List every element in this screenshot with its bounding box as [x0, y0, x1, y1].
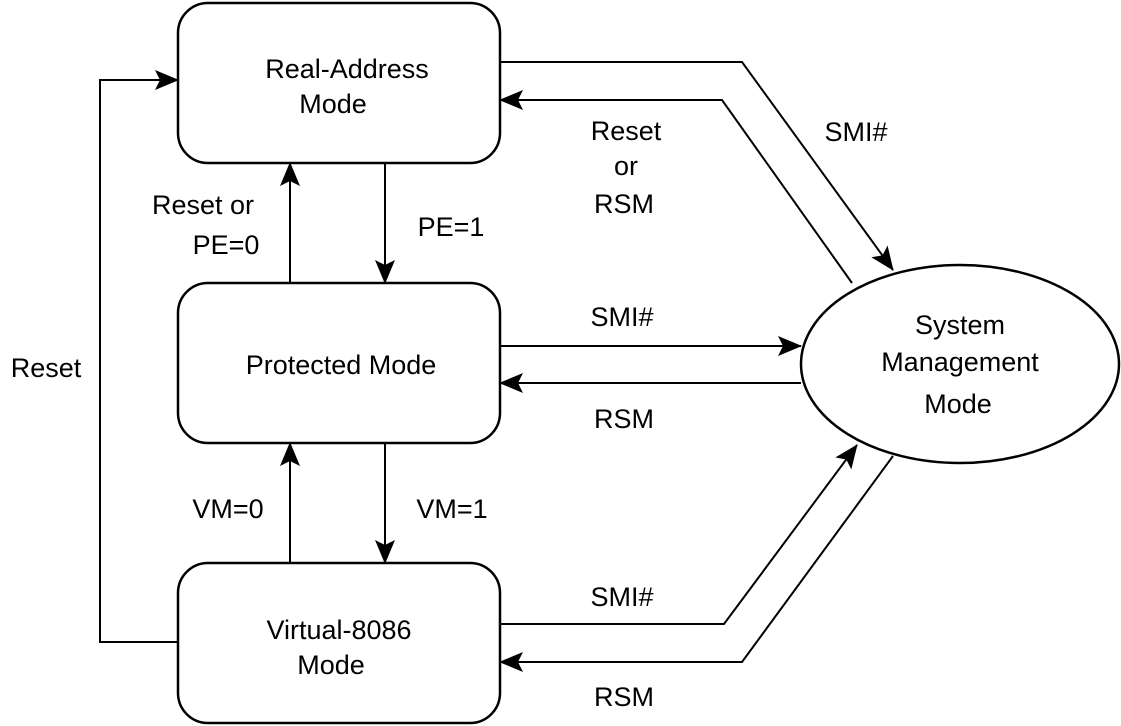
edge-label-pe-0: PE=0 — [193, 230, 260, 260]
edge-v86-to-smm: SMI# — [500, 444, 858, 625]
edge-label-rsm-bottom: RSM — [594, 682, 654, 712]
edge-real-to-smm: SMI# — [500, 61, 894, 271]
edge-label-reset-right: Reset — [591, 116, 662, 146]
real-address-mode-node: Real-Address Mode — [176, 1, 502, 165]
edge-v86-to-protected: VM=0 — [192, 442, 300, 563]
edge-label-smi-bottom: SMI# — [590, 582, 653, 612]
edge-label-rsm-top: RSM — [594, 189, 654, 219]
edge-label-rsm-middle: RSM — [594, 404, 654, 434]
edge-label-smi-middle: SMI# — [590, 302, 653, 332]
edge-label-vm-1: VM=1 — [416, 494, 487, 524]
edge-v86-to-real-reset: Reset — [11, 70, 179, 643]
real-address-mode-label-line-2: Mode — [299, 89, 367, 119]
system-management-mode-node: System Management Mode — [799, 263, 1121, 465]
system-management-mode-label-line-2: Management — [881, 347, 1039, 377]
edge-protected-to-smm: SMI# — [500, 302, 802, 356]
edge-label-smi-top: SMI# — [824, 117, 887, 147]
edge-smm-to-v86: RSM — [499, 455, 894, 712]
edge-protected-to-real: Reset or PE=0 — [152, 162, 300, 283]
edge-label-vm-0: VM=0 — [192, 494, 263, 524]
real-address-mode-label-line-1: Real-Address — [265, 54, 429, 84]
edge-label-reset: Reset — [11, 353, 82, 383]
protected-mode-node: Protected Mode — [176, 281, 502, 445]
virtual-8086-mode-label-line-1: Virtual-8086 — [266, 615, 411, 645]
protected-mode-label: Protected Mode — [246, 350, 437, 380]
virtual-8086-mode-label-line-2: Mode — [297, 650, 365, 680]
edge-label-or-right: or — [614, 151, 638, 181]
system-management-mode-label-line-1: System — [915, 310, 1005, 340]
edge-real-to-protected: PE=1 — [375, 163, 485, 284]
edge-protected-to-v86: VM=1 — [375, 443, 488, 564]
edge-label-reset-or: Reset or — [152, 190, 254, 220]
virtual-8086-mode-node: Virtual-8086 Mode — [176, 561, 502, 725]
system-management-mode-label-line-3: Mode — [924, 389, 992, 419]
edge-smm-to-protected: RSM — [499, 373, 801, 434]
edge-label-pe-1: PE=1 — [418, 212, 485, 242]
edge-smm-to-real: Reset or RSM — [499, 90, 853, 284]
